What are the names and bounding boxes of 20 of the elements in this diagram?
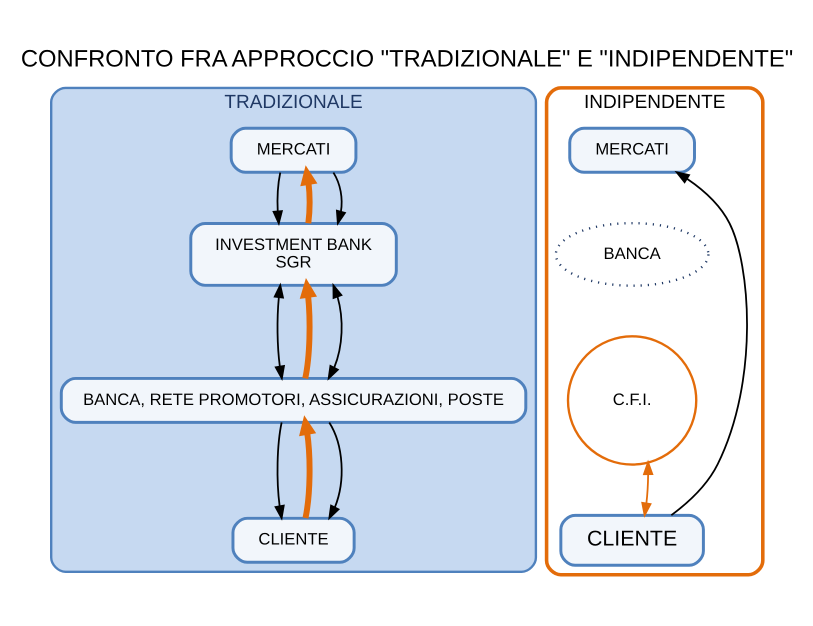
arrow xyxy=(326,282,342,380)
node-box: MERCATI xyxy=(229,126,357,174)
node-box: CLIENTE xyxy=(558,513,704,566)
diagram-title: CONFRONTO FRA APPROCCIO "TRADIZIONALE" E "INDIPENDENTE" xyxy=(20,45,793,72)
arrow xyxy=(274,422,284,520)
node-ellipse: BANCA xyxy=(554,221,710,286)
arrow xyxy=(640,459,654,518)
arrow xyxy=(332,172,346,226)
arrow xyxy=(272,282,285,380)
arrow xyxy=(299,278,317,378)
arrow xyxy=(298,414,316,518)
node-box: MERCATI xyxy=(568,126,696,174)
arrow xyxy=(670,170,748,516)
arrow xyxy=(300,164,317,224)
arrow xyxy=(272,172,283,226)
node-circle: C.F.I. xyxy=(566,334,697,466)
node-box: CLIENTE xyxy=(230,516,356,564)
node-box: INVESTMENT BANK SGR xyxy=(188,222,398,286)
arrow xyxy=(328,422,342,520)
node-box: BANCA, RETE PROMOTORI, ASSICURAZIONI, POSTE xyxy=(59,376,527,424)
